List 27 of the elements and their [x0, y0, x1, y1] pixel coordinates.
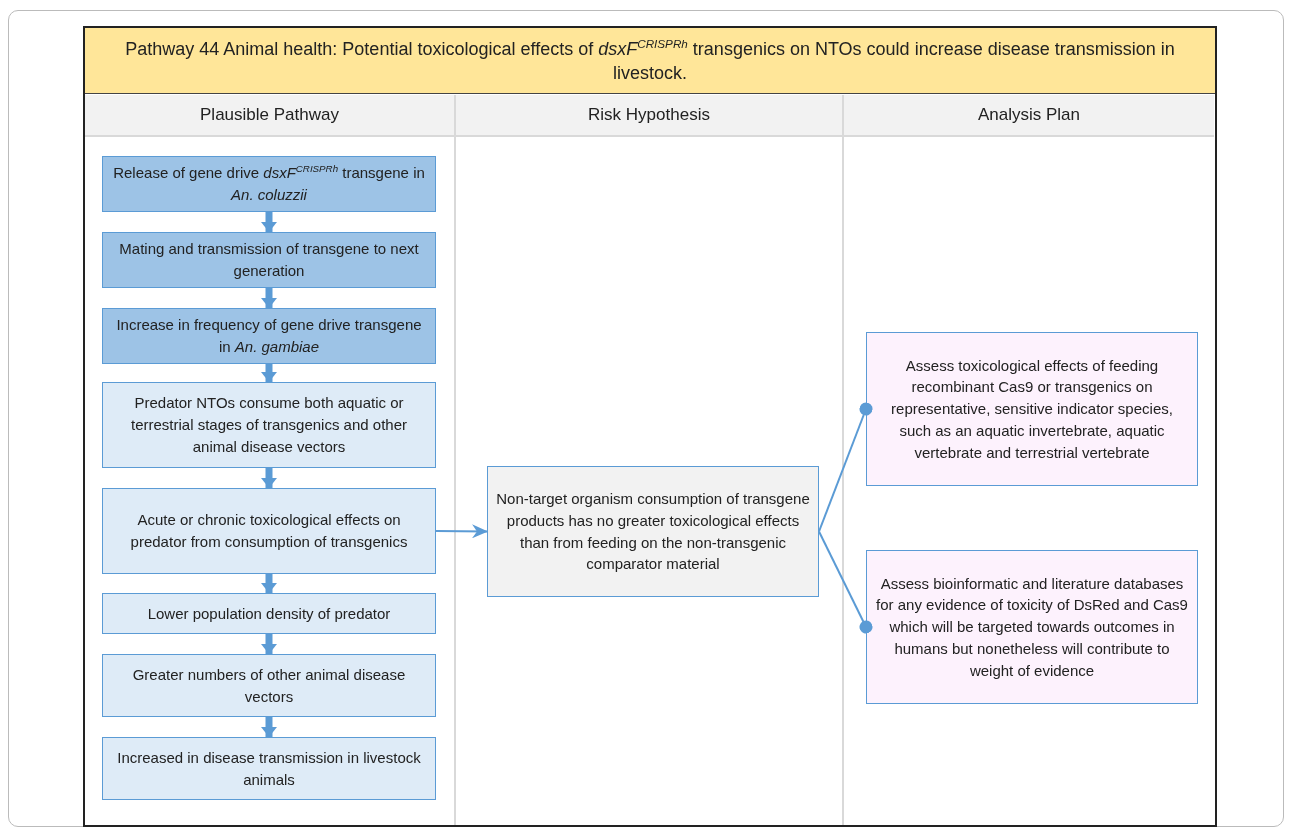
process-box: Acute or chronic toxicological effects on predator from consumption of transgenics — [102, 488, 436, 574]
column-header: Analysis Plan — [844, 95, 1214, 137]
arrow — [261, 574, 277, 593]
hypothesis-box: Non-target organism consumption of transgene products has no greater toxicological effects than from feeding on the non-transgenic comparator material — [487, 466, 819, 597]
arrow — [261, 288, 277, 308]
process-box: Increased in disease transmission in livestock animals — [102, 737, 436, 800]
analysis-box: Assess bioinformatic and literature databases for any evidence of toxicity of DsRed and Cas9 which will be targeted towards outcomes in humans but nonetheless will contribute to weight of evidence — [866, 550, 1198, 704]
process-box: Lower population density of predator — [102, 593, 436, 634]
arrow — [261, 468, 277, 488]
process-box: Mating and transmission of transgene to next generation — [102, 232, 436, 288]
arrow — [261, 212, 277, 232]
process-box: Predator NTOs consume both aquatic or terrestrial stages of transgenics and other animal disease vectors — [102, 382, 436, 468]
analysis-box: Assess toxicological effects of feeding recombinant Cas9 or transgenics on representative, sensitive indicator species, such as an aquatic invertebrate, aquatic vertebrate and terrestrial vertebrate — [866, 332, 1198, 486]
column-header: Plausible Pathway — [85, 95, 454, 137]
arrow — [261, 717, 277, 737]
arrow — [261, 364, 277, 382]
connector-line — [818, 530, 873, 634]
arrow — [261, 634, 277, 654]
table-column — [456, 95, 844, 825]
column-header: Risk Hypothesis — [456, 95, 842, 137]
table-column — [85, 95, 456, 825]
process-box: Increase in frequency of gene drive transgene in An. gambiae — [102, 308, 436, 364]
title-banner: Pathway 44 Animal health: Potential toxicological effects of dsxF$^{CRISPRh}$ transgenics on NTOs could increase disease transmission in livestock. — [85, 28, 1215, 94]
process-box: Greater numbers of other animal disease vectors — [102, 654, 436, 717]
process-box: Release of gene drive dsxF$^{CRISPRh}$ transgene in An. coluzzii — [102, 156, 436, 212]
arrow — [435, 524, 488, 539]
connector-line — [818, 402, 873, 533]
